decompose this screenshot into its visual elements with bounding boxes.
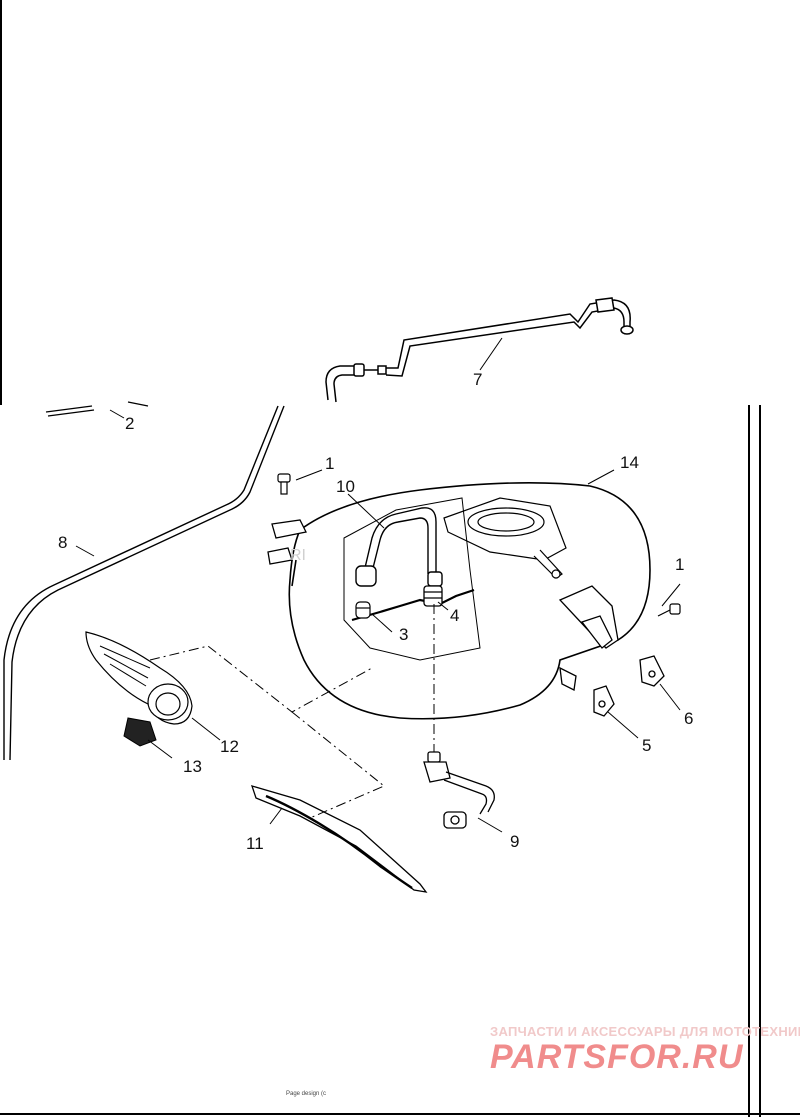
- tank-medallion-part: [85, 631, 193, 725]
- callout-11: 11: [246, 834, 264, 853]
- callout-6: 6: [684, 709, 693, 728]
- callout-8: 8: [58, 533, 67, 552]
- mount-part-6: [639, 655, 665, 687]
- tank-cutaway: [343, 497, 481, 661]
- ghost-label: RI: [290, 547, 306, 564]
- callout-labels: 1 1 2 3 4 5 6 7 8 9 10 11 12 13 14: [58, 370, 693, 853]
- callout-7: 7: [473, 370, 482, 389]
- callout-1-top: 1: [325, 454, 334, 473]
- watermark-tagline: ЗАПЧАСТИ И АКСЕССУАРЫ ДЛЯ МОТОТЕХНИКИ: [490, 1024, 800, 1039]
- callout-13: 13: [183, 757, 202, 776]
- callout-9: 9: [510, 832, 519, 851]
- callout-12: 12: [220, 737, 239, 756]
- screw-part-right: [657, 603, 681, 617]
- vent-hose-part: [325, 297, 634, 403]
- crossover-hose-part: [355, 507, 443, 587]
- callout-10: 10: [336, 477, 355, 496]
- tank-rear-bracket: [558, 585, 619, 691]
- footer-text: Page design (c: [286, 1091, 326, 1097]
- callout-14: 14: [620, 453, 639, 472]
- filler-neck: [443, 497, 567, 579]
- callout-5: 5: [642, 736, 651, 755]
- trim-strip-part: [3, 405, 285, 761]
- fitting-part: [355, 601, 371, 619]
- nameplate-part: [250, 785, 428, 893]
- screw-part-top: [277, 473, 291, 495]
- tank-front-bracket: [267, 519, 307, 565]
- leader-lines: [75, 337, 681, 833]
- fuel-line-part: [423, 751, 495, 829]
- mount-part-5: [593, 685, 615, 717]
- callout-1-right: 1: [675, 555, 684, 574]
- watermark-brand: PARTSFOR.RU: [490, 1038, 744, 1076]
- petcock-part: [423, 585, 443, 607]
- callout-4: 4: [450, 606, 459, 625]
- callout-3: 3: [399, 625, 408, 644]
- clip-part: [45, 401, 149, 417]
- small-emblem-part: [123, 717, 157, 747]
- assembly-dashlines: [149, 604, 435, 819]
- callout-2: 2: [125, 414, 134, 433]
